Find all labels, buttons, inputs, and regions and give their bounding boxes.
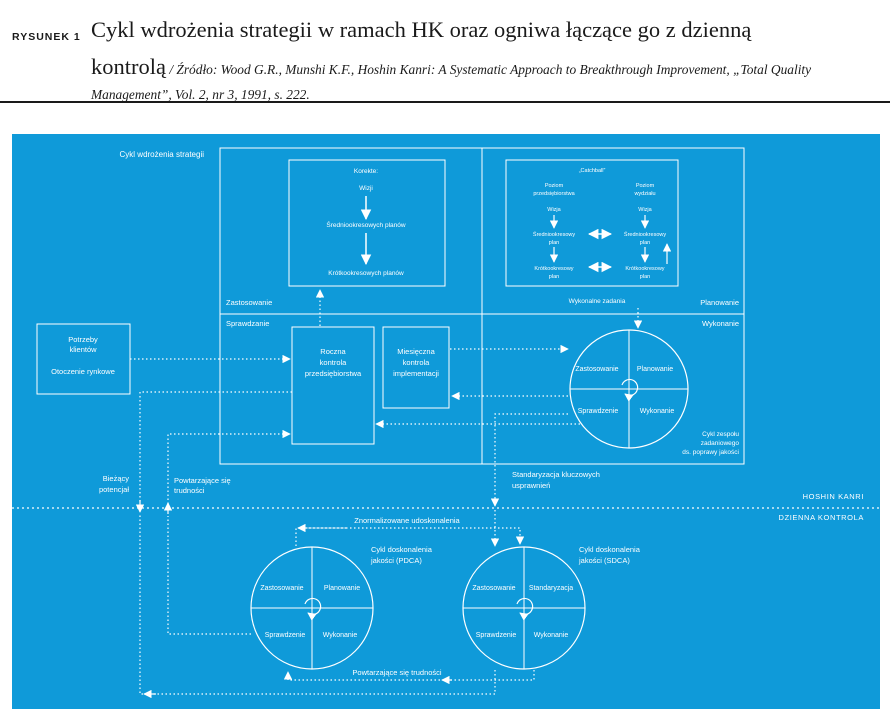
label-wykonanie: Wykonanie (702, 319, 739, 328)
catchball-left-head-2: przedsiębiorstwa (533, 191, 575, 197)
label-planowanie: Planowanie (700, 298, 739, 307)
figure-source-text: / Źródło: Wood G.R., Munshi K.F., Hoshin… (91, 62, 812, 102)
sdca-q-standaryzacja: Standaryzacja (529, 585, 573, 592)
recurring-line-1: Powtarzające się (174, 476, 231, 485)
team-q-zastosowanie: Zastosowanie (575, 366, 618, 373)
annual-line-2: kontrola (320, 358, 348, 367)
korekte-box (288, 159, 446, 287)
figure-header: RYSUNEK 1 Cykl wdrożenia strategii w ram… (0, 0, 890, 110)
pdca-circle (250, 546, 374, 670)
annual-control-box (291, 326, 375, 445)
cycle-title: Cykl wdrożenia strategii (120, 150, 205, 159)
pdca-to-sdca-normalized (295, 527, 525, 546)
pdca-q-planowanie: Planowanie (324, 585, 360, 592)
catchball-left-head-1: Poziom (545, 183, 564, 189)
catchball-wizja-left: Wizja (547, 207, 561, 213)
team-to-standardization-connector (490, 413, 568, 507)
figure-title-continued: kontrolą (91, 54, 166, 79)
pdca-q-zastosowanie: Zastosowanie (260, 585, 303, 592)
catchball-right-head-1: Poziom (636, 183, 655, 189)
team-q-sprawdzenie: Sprawdzenie (578, 408, 619, 415)
catchball-right-head-2: wydziału (633, 191, 655, 197)
sdca-circle (462, 546, 586, 670)
pdca-q-wykonanie: Wykonanie (323, 632, 358, 639)
catchball-mid-right-2: plan (640, 240, 650, 246)
diagram-svg: Cykl wdrożenia strategii Zastosowanie Pl… (12, 147, 880, 699)
pdca-title-2: jakości (PDCA) (370, 556, 422, 565)
sdca-title-2: jakości (SDCA) (578, 556, 630, 565)
catchball-low-right-2: plan (640, 274, 650, 280)
label-zastosowanie: Zastosowanie (226, 298, 272, 307)
figure-title: Cykl wdrożenia strategii w ramach HK ora… (91, 17, 752, 42)
figure-source: kontrolą / Źródło: Wood G.R., Munshi K.F… (91, 54, 871, 107)
sdca-q-zastosowanie: Zastosowanie (472, 585, 515, 592)
korekte-item-krotko: Krótkookresowych planów (328, 270, 404, 277)
sdca-q-wykonanie: Wykonanie (534, 632, 569, 639)
pdca-q-sprawdzenie: Sprawdzenie (265, 632, 306, 639)
label-hoshin-kanri: HOSHIN KANRI (803, 492, 864, 501)
catchball-mid-left-2: plan (549, 240, 559, 246)
pdca-title-1: Cykl doskonalenia (371, 545, 433, 554)
korekte-item-wizji: Wizji (359, 185, 373, 192)
korekte-item-srednio: Średniookresowych planów (326, 220, 405, 229)
monthly-control-box (382, 326, 450, 409)
recurring-line-2: trudności (174, 486, 205, 495)
recurring-bottom-label: Powtarzające się trudności (352, 668, 442, 677)
normalized-improvements: Znormalizowane udoskonalenia (354, 516, 460, 525)
needs-line-2: klientów (69, 345, 97, 354)
catchball-mid-left-1: Średniookresowy (533, 230, 575, 238)
catchball-box (505, 159, 679, 287)
korekte-title: Korekte: (354, 168, 378, 175)
annual-line-1: Roczna (320, 347, 346, 356)
catchball-mid-right-1: Średniookresowy (624, 230, 666, 238)
team-caption-3: ds. poprawy jakości (682, 449, 739, 456)
catchball-wizja-right: Wizja (638, 207, 652, 213)
sdca-q-sprawdzenie: Sprawdzenie (476, 632, 517, 639)
label-daily-control: DZIENNA KONTROLA (779, 513, 864, 522)
label-sprawdzanie: Sprawdzanie (226, 319, 269, 328)
annual-line-3: przedsiębiorstwa (305, 369, 362, 378)
monthly-line-3: implementacji (393, 369, 439, 378)
sdca-to-potential-connector (139, 514, 496, 695)
diagram-canvas: Cykl wdrożenia strategii Zastosowanie Pl… (12, 134, 880, 709)
team-q-planowanie: Planowanie (637, 366, 673, 373)
sdca-recurring-loop (283, 670, 535, 681)
needs-line-1: Potrzeby (68, 335, 98, 344)
catchball-title: „Catchball” (579, 168, 606, 174)
monthly-line-2: kontrola (403, 358, 431, 367)
standardization-line-1: Standaryzacja kluczowych (512, 470, 600, 479)
potential-line-2: potencjał (99, 485, 129, 494)
team-cycle-circle (569, 329, 689, 449)
team-caption-1: Cykl zespołu (702, 431, 739, 438)
annual-to-potential-connector (139, 391, 292, 504)
sdca-title-1: Cykl doskonalenia (579, 545, 641, 554)
market-environment: Otoczenie rynkowe (51, 367, 115, 376)
catchball-low-right-1: Krótkookresowy (625, 266, 664, 272)
catchball-low-left-1: Krótkookresowy (534, 266, 573, 272)
header-rule (0, 101, 890, 103)
standardization-line-2: usprawnień (512, 481, 550, 490)
monthly-line-1: Miesięczna (397, 347, 435, 356)
team-q-wykonanie: Wykonanie (640, 408, 675, 415)
label-wykonalne-zadania: Wykonalne zadania (569, 298, 626, 305)
figure-label: RYSUNEK 1 (12, 31, 81, 43)
catchball-low-left-2: plan (549, 274, 559, 280)
potential-line-1: Bieżący (103, 474, 130, 483)
team-caption-2: zadaniowego (701, 440, 740, 447)
pdca-to-recurring-connector (167, 516, 251, 635)
